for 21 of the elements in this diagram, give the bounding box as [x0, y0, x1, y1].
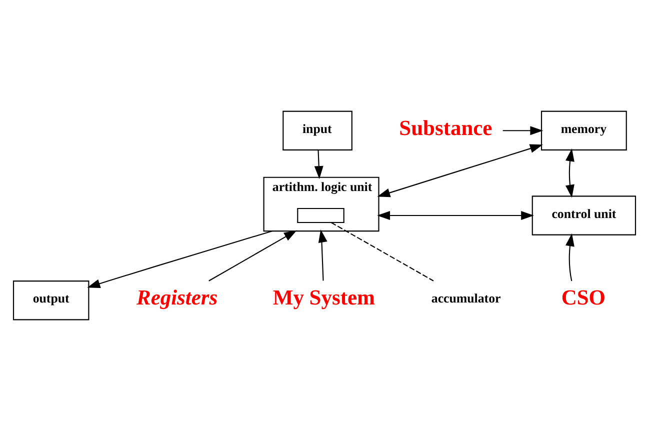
arrow	[565, 232, 574, 281]
arrow	[377, 210, 534, 220]
node-box: output	[12, 280, 90, 320]
arrow	[208, 230, 297, 281]
arrow	[502, 126, 544, 135]
node-text: My System	[272, 285, 375, 310]
connector	[330, 222, 434, 281]
node-box: memory	[540, 110, 627, 150]
arrow	[318, 228, 328, 280]
cluster: artithm. logic unit	[263, 176, 380, 232]
node-text: accumulator	[431, 291, 501, 306]
node-text: CSO	[561, 285, 606, 310]
node-box: input	[282, 110, 352, 150]
arrow	[377, 144, 543, 197]
node-text: Substance	[399, 115, 492, 140]
arrow	[87, 230, 272, 288]
arrow	[314, 150, 324, 178]
node-text: Registers	[136, 285, 218, 310]
node-box	[297, 207, 344, 223]
node-box: control unit	[532, 195, 636, 235]
arrow	[565, 148, 574, 198]
